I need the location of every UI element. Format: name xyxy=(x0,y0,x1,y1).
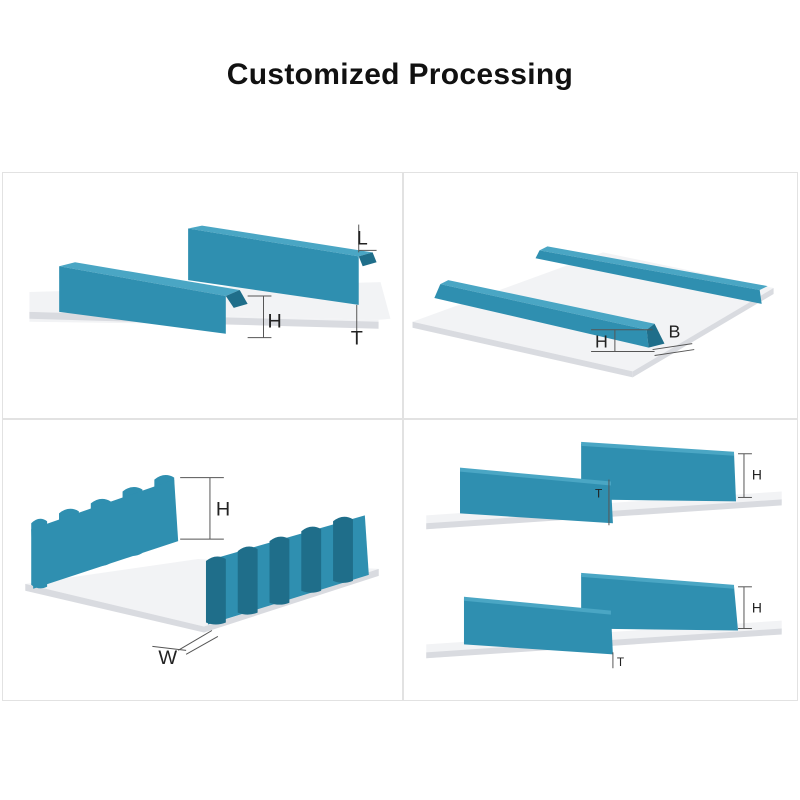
back-bar-face xyxy=(535,250,762,304)
dim-h-label: H xyxy=(595,332,608,352)
dim-w-line xyxy=(177,630,213,651)
lower-back-cleat-top xyxy=(581,572,735,589)
belt-front xyxy=(25,583,204,633)
belt-front xyxy=(412,321,633,378)
front-bar-face xyxy=(434,284,649,348)
panel-l-profile: L H T xyxy=(2,172,403,419)
dim-b-label: B xyxy=(668,322,680,342)
front-profile-lip xyxy=(225,290,248,308)
dim-l-label: L xyxy=(357,227,368,249)
belt-right xyxy=(632,288,774,378)
lower-back-cleat xyxy=(581,574,739,631)
dim-h-label: H xyxy=(216,498,230,520)
lower-dim-h-label: H xyxy=(752,600,762,616)
dim-w-line-2 xyxy=(185,636,219,655)
back-bar-top xyxy=(539,246,768,291)
wavy-sidewall-diagram: H W xyxy=(25,475,379,669)
trapezoid-profile-diagram: H B xyxy=(412,246,774,378)
lower-front-cleat xyxy=(463,598,613,655)
upper-back-cleat-top xyxy=(581,441,735,456)
panel-trapezoid-profile: H B xyxy=(403,172,798,419)
dim-h-label: H xyxy=(267,311,281,333)
flat-cleat-diagram: H T H T xyxy=(426,441,782,669)
l-profile-diagram: L H T xyxy=(29,224,391,350)
panel-wavy-sidewall: H W xyxy=(2,419,403,701)
dim-b-line-2 xyxy=(654,349,695,357)
back-profile-top xyxy=(188,225,373,257)
upper-dim-h-label: H xyxy=(752,467,762,483)
lower-dim-t-label: T xyxy=(617,655,624,669)
page-title: Customized Processing xyxy=(226,58,574,91)
front-wavy-wall xyxy=(205,516,353,625)
dim-b-line xyxy=(652,343,693,351)
back-wall-body xyxy=(31,479,179,589)
upper-back-cleat xyxy=(581,443,737,502)
front-bar-top xyxy=(440,280,655,330)
back-profile-lip xyxy=(358,252,377,267)
dim-t-label: T xyxy=(351,328,363,350)
front-profile-top xyxy=(59,262,240,296)
upper-dim-t-label: T xyxy=(595,486,602,500)
panel-flat-cleat: H T H T xyxy=(403,419,798,701)
dim-w-label: W xyxy=(158,647,177,669)
upper-front-cleat-top xyxy=(460,467,611,486)
dim-w-leader xyxy=(152,645,187,651)
back-profile-face xyxy=(188,228,359,305)
upper-front-cleat xyxy=(460,469,613,524)
lower-front-cleat-top xyxy=(463,596,611,615)
front-profile-face xyxy=(59,266,226,334)
